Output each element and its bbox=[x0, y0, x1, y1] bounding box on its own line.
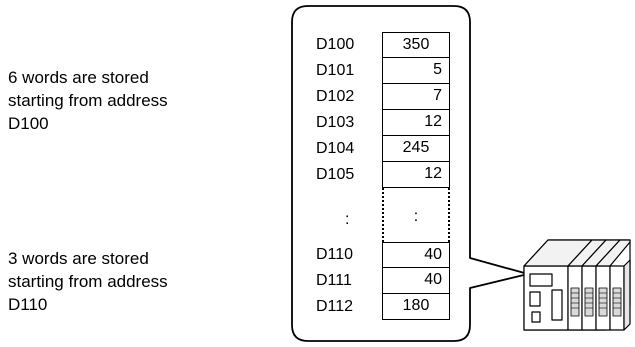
address-d104: D104 bbox=[316, 140, 355, 157]
address-d111: D111 bbox=[316, 272, 352, 289]
plc-device-icon bbox=[523, 239, 631, 331]
address-d100: D100 bbox=[316, 36, 355, 53]
value-cell-d110: 40 bbox=[382, 242, 450, 268]
value-cell-d112: 180 bbox=[382, 294, 450, 320]
address-d112: D112 bbox=[316, 298, 354, 315]
value-cell-ellipsis: : bbox=[382, 188, 450, 242]
address-d110: D110 bbox=[316, 246, 354, 263]
address-d102: D102 bbox=[316, 88, 355, 105]
caption-d100: 6 words are stored starting from address… bbox=[8, 66, 168, 135]
value-cell-d103: 12 bbox=[382, 110, 450, 136]
address-d103: D103 bbox=[316, 114, 355, 131]
caption-d100-line-3: D100 bbox=[8, 114, 49, 133]
caption-d100-line-1: 6 words are stored bbox=[8, 68, 149, 87]
caption-d110-line-2: starting from address bbox=[8, 272, 168, 291]
value-cell-d105: 12 bbox=[382, 162, 450, 188]
address-ellipsis: : bbox=[345, 211, 350, 228]
address-d105: D105 bbox=[316, 166, 355, 183]
caption-d100-line-2: starting from address bbox=[8, 91, 168, 110]
address-d101: D101 bbox=[316, 62, 355, 79]
value-cell-d101: 5 bbox=[382, 58, 450, 84]
value-cell-d102: 7 bbox=[382, 84, 450, 110]
caption-d110-line-1: 3 words are stored bbox=[8, 249, 149, 268]
caption-d110: 3 words are stored starting from address… bbox=[8, 247, 168, 316]
caption-d110-line-3: D110 bbox=[8, 295, 48, 314]
value-cell-d100: 350 bbox=[382, 32, 450, 58]
value-cell-d104: 245 bbox=[382, 136, 450, 162]
value-cell-d111: 40 bbox=[382, 268, 450, 294]
